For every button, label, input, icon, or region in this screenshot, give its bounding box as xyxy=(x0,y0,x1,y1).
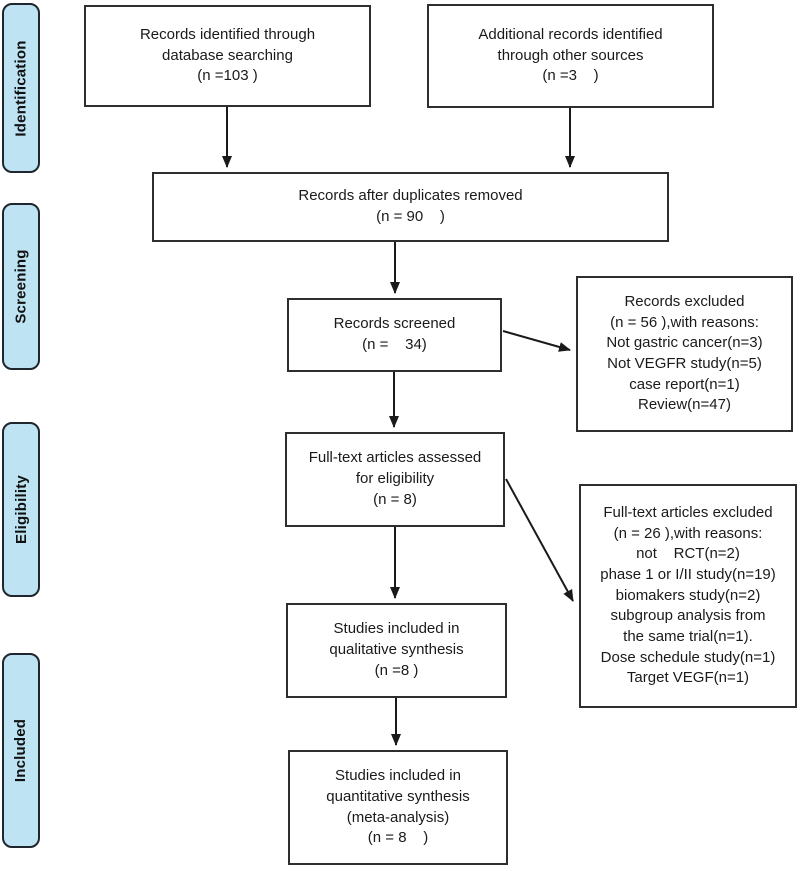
box-records-screened: Records screened (n = 34) xyxy=(287,298,502,372)
box-qualitative-synthesis-text: Studies included in qualitative synthesi… xyxy=(329,620,464,679)
box-fulltext-excluded: Full-text articles excluded (n = 26 ),wi… xyxy=(579,484,797,708)
box-records-identified-text: Records identified through database sear… xyxy=(139,25,316,85)
box-records-screened-text: Records screened (n = 34) xyxy=(333,315,456,353)
box-qualitative-synthesis: Studies included in qualitative synthesi… xyxy=(286,603,507,698)
stage-eligibility-label: Eligibility xyxy=(12,475,30,544)
box-duplicates-removed: Records after duplicates removed (n = 90… xyxy=(152,172,669,242)
box-fulltext-excluded-text: Full-text articles excluded (n = 26 ),wi… xyxy=(600,503,776,687)
arrow-fulltext-to-fulltext-excluded xyxy=(505,478,574,602)
stage-included-label: Included xyxy=(12,718,30,783)
box-records-excluded-text: Records excluded (n = 56 ),with reasons:… xyxy=(606,292,763,414)
stage-screening: Screening xyxy=(2,203,40,370)
stage-screening-label: Screening xyxy=(12,249,30,324)
box-quantitative-synthesis-text: Studies included in quantitative synthes… xyxy=(326,767,470,847)
box-fulltext-assessed: Full-text articles assessed for eligibil… xyxy=(285,432,505,527)
box-duplicates-removed-text: Records after duplicates removed (n = 90… xyxy=(298,187,523,225)
box-records-identified: Records identified through database sear… xyxy=(84,5,371,107)
box-records-excluded: Records excluded (n = 56 ),with reasons:… xyxy=(576,276,793,432)
box-additional-records: Additional records identified through ot… xyxy=(427,4,714,108)
stage-identification-label: Identification xyxy=(12,39,30,137)
stage-identification: Identification xyxy=(2,3,40,173)
arrow-screened-to-excluded xyxy=(502,330,571,352)
box-additional-records-text: Additional records identified through ot… xyxy=(478,25,663,85)
stage-eligibility: Eligibility xyxy=(2,422,40,597)
stage-included: Included xyxy=(2,653,40,848)
box-quantitative-synthesis: Studies included in quantitative synthes… xyxy=(288,750,508,865)
box-fulltext-assessed-text: Full-text articles assessed for eligibil… xyxy=(308,449,482,508)
